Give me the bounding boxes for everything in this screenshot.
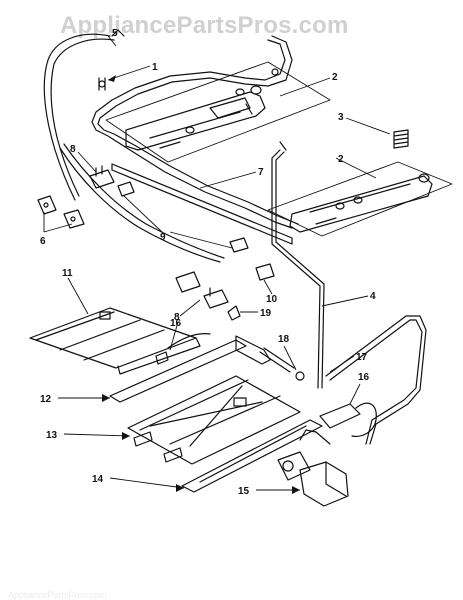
callout-7: 7 bbox=[258, 167, 264, 178]
callout-15: 15 bbox=[238, 486, 250, 497]
callout-8b: 8 bbox=[174, 312, 180, 323]
callout-19: 19 bbox=[260, 308, 272, 319]
burner-tube-upper bbox=[125, 85, 266, 151]
callout-1: 1 bbox=[152, 62, 158, 73]
igniter-wire-left bbox=[155, 333, 211, 365]
leader-4 bbox=[321, 295, 369, 307]
bake-burner bbox=[181, 419, 323, 493]
bracket-left-lower bbox=[63, 209, 85, 229]
bake-burner-shield bbox=[127, 375, 301, 465]
leader-16b bbox=[349, 383, 361, 405]
callout-18: 18 bbox=[278, 334, 290, 345]
leader-6b bbox=[43, 223, 73, 233]
callout-2a: 2 bbox=[332, 72, 338, 83]
leader-10 bbox=[263, 279, 273, 295]
leader-9a bbox=[123, 195, 163, 233]
callout-12: 12 bbox=[40, 394, 52, 405]
valve-ten bbox=[255, 263, 275, 281]
leader-9b bbox=[169, 231, 233, 249]
arrowhead-12 bbox=[102, 394, 110, 402]
arrowhead-13 bbox=[122, 432, 130, 440]
gas-tube bbox=[271, 141, 325, 389]
bottom-watermark: AppliancePartsPros.com bbox=[8, 590, 107, 600]
wire-harness bbox=[43, 29, 225, 263]
leader-2b bbox=[335, 157, 377, 179]
igniter-right bbox=[319, 402, 377, 437]
arrowhead-1 bbox=[108, 75, 116, 82]
bracket-left-upper bbox=[37, 195, 57, 215]
leader-8b bbox=[179, 299, 201, 317]
valve-bracket bbox=[175, 271, 201, 293]
leader-8a bbox=[77, 151, 97, 173]
valve-assembly bbox=[277, 429, 349, 507]
callout-6: 6 bbox=[40, 236, 46, 247]
leader-13 bbox=[63, 433, 131, 437]
cross-bar bbox=[111, 163, 293, 245]
callout-10: 10 bbox=[266, 294, 278, 305]
manifold-pipe bbox=[91, 35, 299, 229]
lower-plate-outline bbox=[267, 161, 453, 237]
callout-2b: 2 bbox=[338, 154, 344, 165]
callout-11: 11 bbox=[62, 268, 73, 279]
leader-17 bbox=[329, 355, 355, 373]
callout-labels: 1 2 2 3 4 5 6 7 8 8 9 10 11 12 13 14 15 … bbox=[40, 28, 376, 497]
arrowhead-15 bbox=[292, 486, 300, 494]
leader-18 bbox=[283, 345, 297, 371]
callout-17: 17 bbox=[356, 352, 368, 363]
gas-line bbox=[325, 315, 427, 445]
callout-14: 14 bbox=[92, 474, 104, 485]
clip-part bbox=[227, 305, 241, 321]
site-watermark: AppliancePartsPros.com bbox=[60, 12, 349, 39]
igniter bbox=[235, 335, 305, 381]
leader-5 bbox=[107, 35, 117, 47]
leader-3 bbox=[345, 117, 391, 135]
leader-16a bbox=[169, 321, 179, 351]
leader-14 bbox=[109, 477, 185, 489]
callout-16a: 16 bbox=[170, 318, 182, 329]
valve-lower bbox=[203, 287, 229, 309]
flame-spreader bbox=[109, 339, 247, 403]
callout-13: 13 bbox=[46, 430, 58, 441]
leader-2a bbox=[279, 77, 331, 97]
callout-3: 3 bbox=[338, 112, 344, 123]
leader-7 bbox=[199, 171, 257, 189]
callout-16b: 16 bbox=[358, 372, 370, 383]
heat-shield-plate bbox=[29, 307, 201, 375]
arrowhead-14 bbox=[176, 484, 184, 492]
spring-part bbox=[393, 129, 409, 149]
callout-4: 4 bbox=[370, 291, 376, 302]
valve-nine-lower bbox=[229, 237, 249, 253]
upper-plate-outline bbox=[105, 61, 331, 163]
callout-5: 5 bbox=[112, 28, 118, 39]
valve-nine-upper bbox=[117, 181, 135, 197]
callout-8a: 8 bbox=[70, 144, 76, 155]
callout-9: 9 bbox=[160, 232, 166, 243]
leader-11 bbox=[67, 277, 89, 315]
burner-tube-lower bbox=[289, 173, 433, 233]
